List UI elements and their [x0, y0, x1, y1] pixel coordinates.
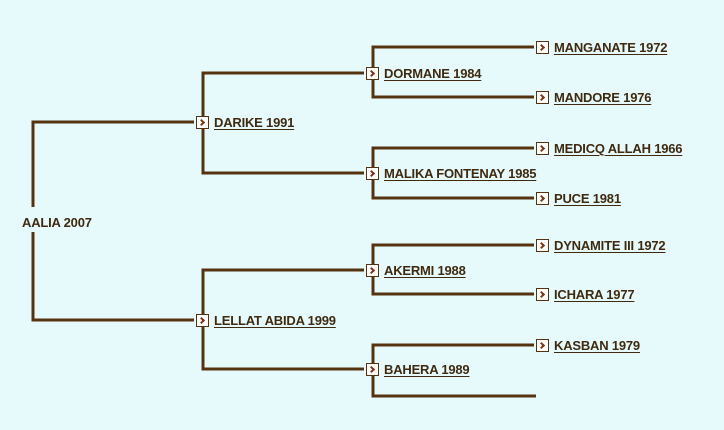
pedigree-link-icon[interactable] — [536, 238, 549, 252]
pedigree-link-icon[interactable] — [536, 338, 549, 352]
node-bahera-1989: BAHERA 1989 — [366, 359, 470, 379]
node-label-link[interactable]: MANGANATE 1972 — [554, 39, 668, 55]
chevron-right-icon — [537, 93, 546, 101]
node-label-link[interactable]: KASBAN 1979 — [554, 337, 640, 353]
connector-aalia-to-lellat — [31, 232, 194, 322]
node-label-link[interactable]: MALIKA FONTENAY 1985 — [384, 165, 537, 181]
pedigree-link-icon[interactable] — [366, 66, 379, 80]
node-label-link[interactable]: MANDORE 1976 — [554, 89, 652, 105]
chevron-right-icon — [367, 169, 376, 177]
pedigree-link-icon[interactable] — [536, 141, 549, 155]
pedigree-link-icon[interactable] — [366, 263, 379, 277]
node-label-link[interactable]: BAHERA 1989 — [384, 361, 470, 377]
chevron-right-icon — [197, 316, 206, 324]
node-label-link[interactable]: DARIKE 1991 — [214, 114, 295, 130]
chevron-right-icon — [537, 241, 546, 249]
node-label-link[interactable]: ICHARA 1977 — [554, 286, 635, 302]
node-darike-1991: DARIKE 1991 — [196, 112, 294, 132]
chevron-right-icon — [537, 290, 546, 298]
node-puce-1981: PUCE 1981 — [536, 188, 621, 208]
node-kasban-1979: KASBAN 1979 — [536, 335, 640, 355]
pedigree-link-icon[interactable] — [536, 40, 549, 54]
node-manganate-1972: MANGANATE 1972 — [536, 37, 667, 57]
node-akermi-1988: AKERMI 1988 — [366, 260, 466, 280]
node-label-link[interactable]: LELLAT ABIDA 1999 — [214, 312, 336, 328]
pedigree-link-icon[interactable] — [366, 166, 379, 180]
pedigree-link-icon[interactable] — [366, 362, 379, 376]
pedigree-link-icon[interactable] — [196, 313, 209, 327]
node-label-link[interactable]: PUCE 1981 — [554, 190, 621, 206]
node-label: AALIA 2007 — [22, 214, 92, 230]
pedigree-link-icon[interactable] — [536, 287, 549, 301]
chevron-right-icon — [537, 341, 546, 349]
pedigree-link-icon[interactable] — [536, 191, 549, 205]
node-dynamite-iii-1972: DYNAMITE III 1972 — [536, 235, 666, 255]
node-dormane-1984: DORMANE 1984 — [366, 63, 481, 83]
connector-aalia-to-darike — [31, 120, 194, 207]
node-label-link[interactable]: DYNAMITE III 1972 — [554, 237, 666, 253]
chevron-right-icon — [367, 69, 376, 77]
node-label-link[interactable]: AKERMI 1988 — [384, 262, 466, 278]
chevron-right-icon — [367, 365, 376, 373]
node-label-link[interactable]: DORMANE 1984 — [384, 65, 482, 81]
node-mandore-1976: MANDORE 1976 — [536, 87, 651, 107]
chevron-right-icon — [537, 43, 546, 51]
node-malika-fontenay-1985: MALIKA FONTENAY 1985 — [366, 163, 536, 183]
node-medicq-allah-1966: MEDICQ ALLAH 1966 — [536, 138, 683, 158]
chevron-right-icon — [197, 118, 206, 126]
chevron-right-icon — [367, 266, 376, 274]
node-aalia-2007: AALIA 2007 — [22, 212, 92, 232]
chevron-right-icon — [537, 194, 546, 202]
pedigree-link-icon[interactable] — [536, 90, 549, 104]
chevron-right-icon — [537, 144, 546, 152]
node-ichara-1977: ICHARA 1977 — [536, 284, 635, 304]
node-label-link[interactable]: MEDICQ ALLAH 1966 — [554, 140, 683, 156]
node-lellat-abida-1999: LELLAT ABIDA 1999 — [196, 310, 336, 330]
pedigree-link-icon[interactable] — [196, 115, 209, 129]
